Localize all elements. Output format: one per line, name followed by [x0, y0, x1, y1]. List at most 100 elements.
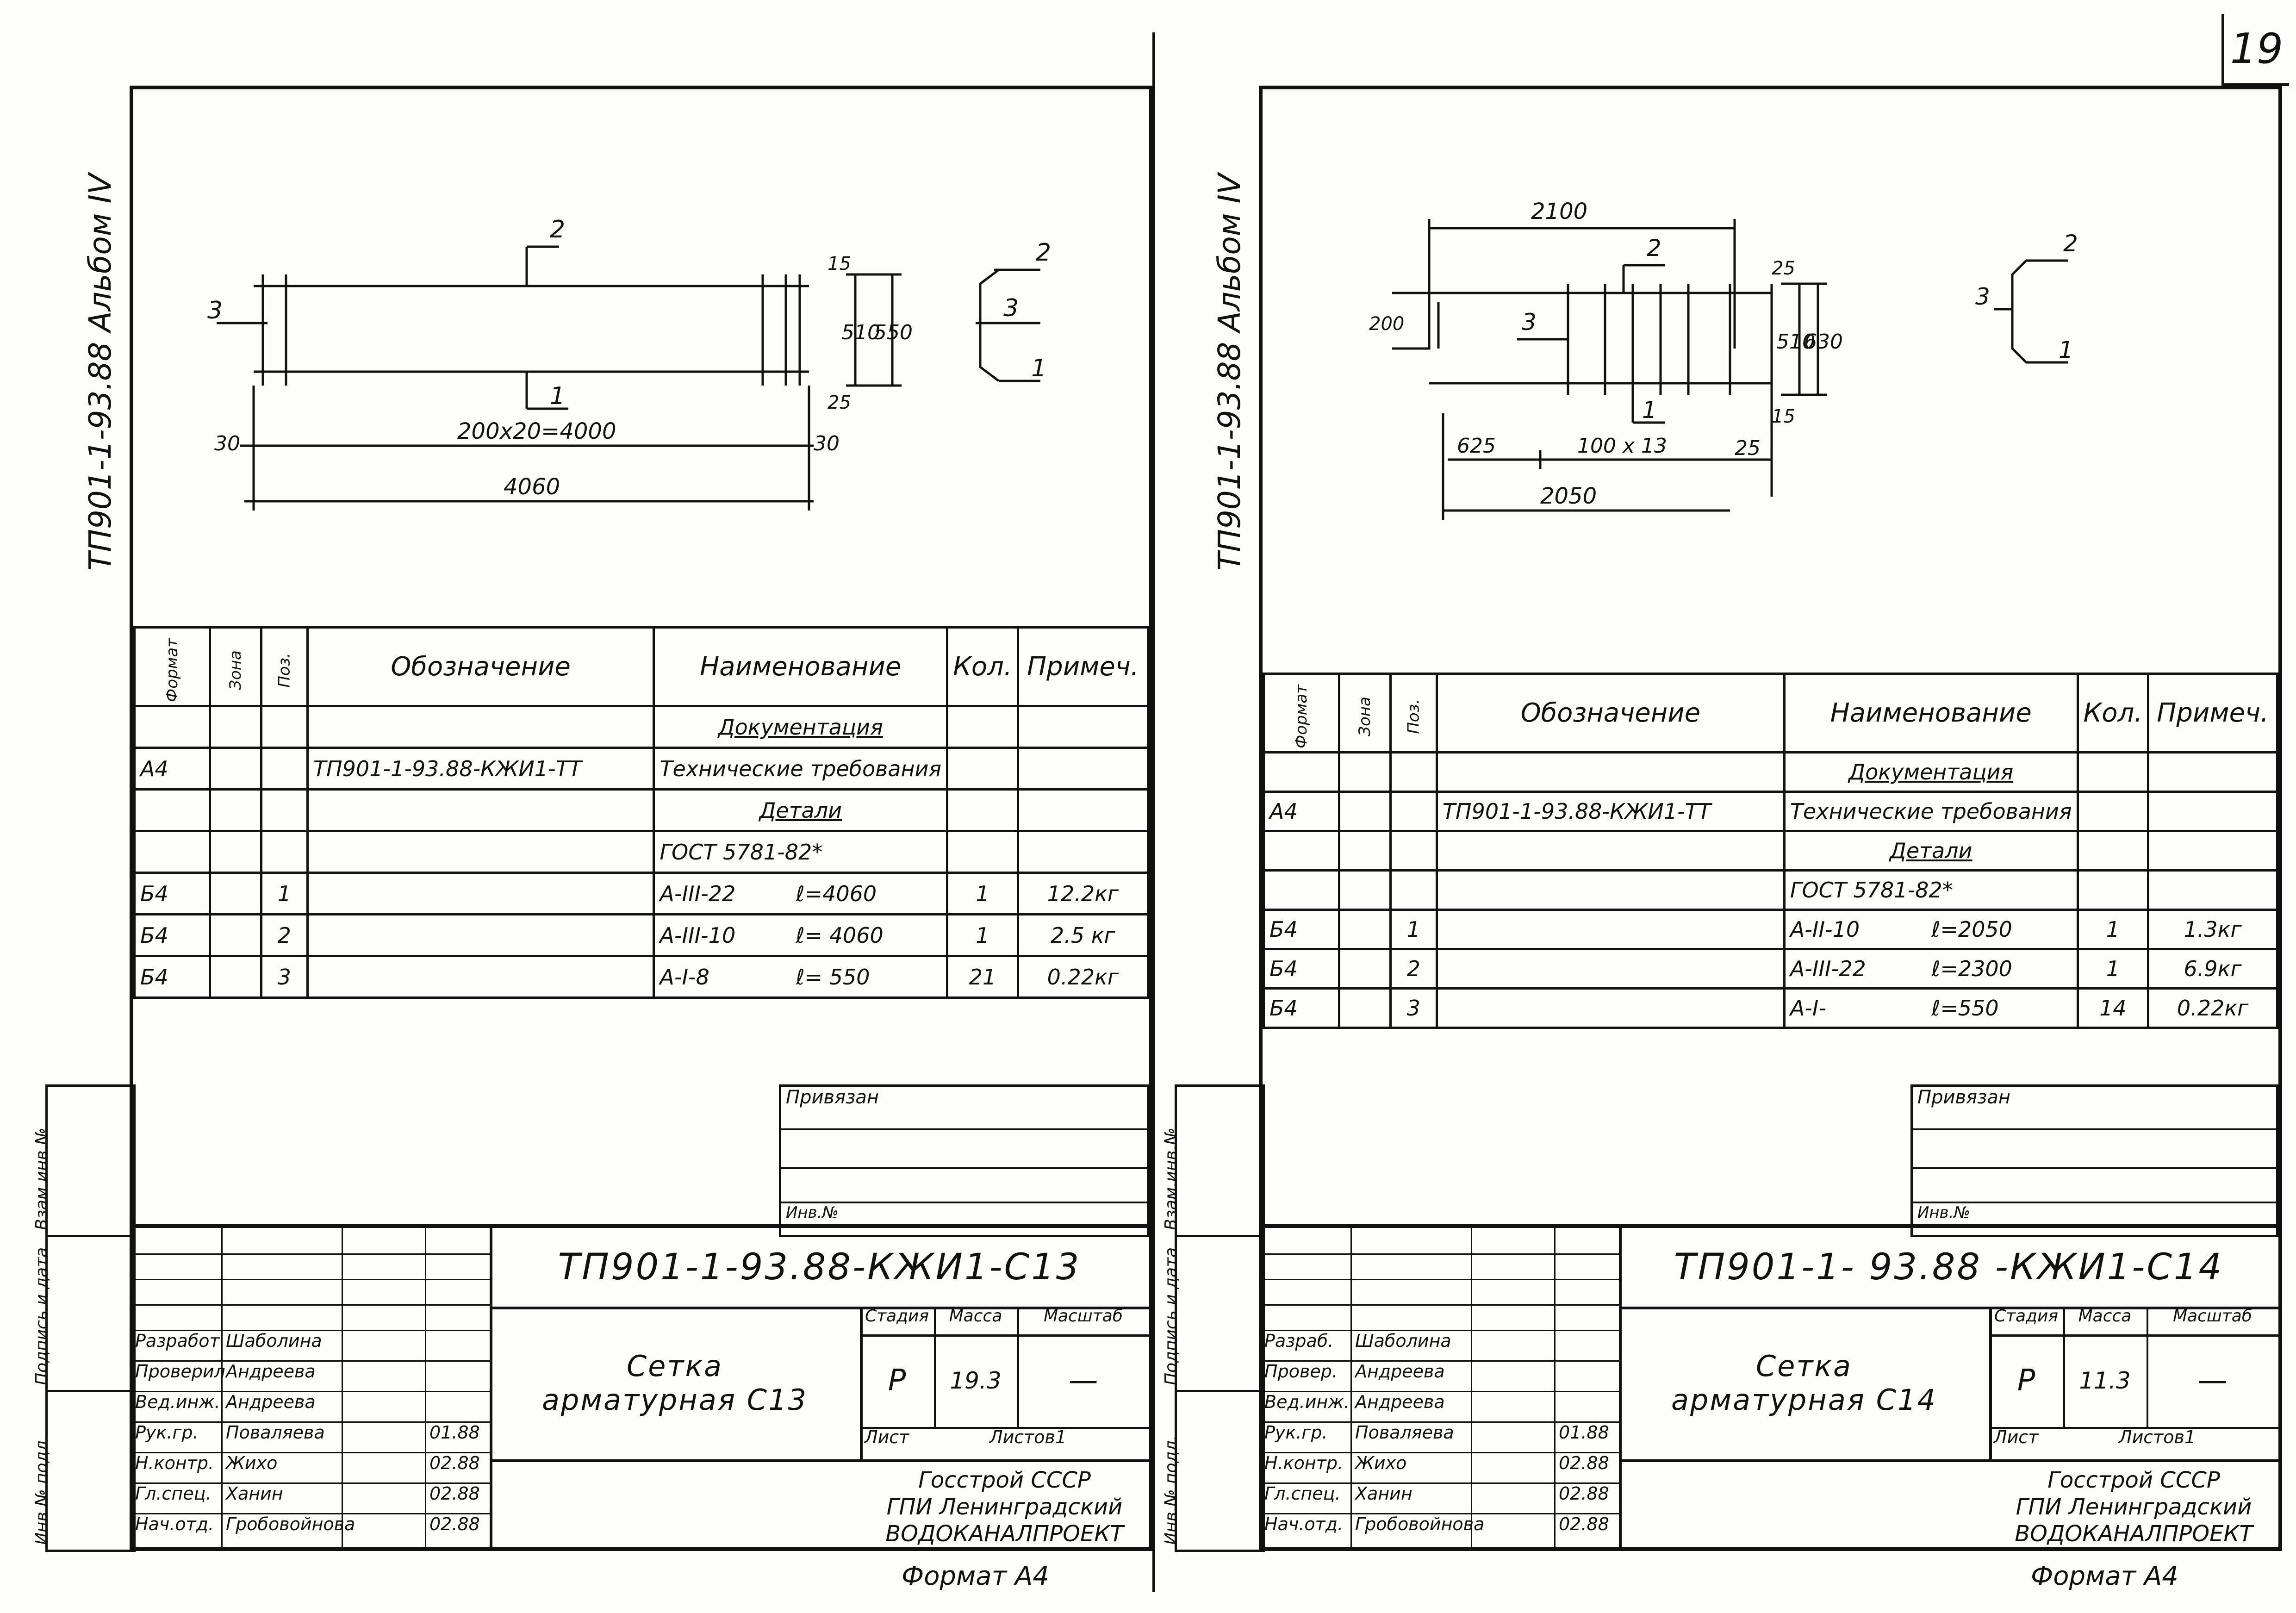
rebar-mesh-drawing: 2100 2 200 3 1 25 510 630 15 25 2 3 1 62… [1263, 89, 2278, 626]
col-designation: Обозначение [1435, 673, 1786, 754]
table-row: Детали [133, 788, 1150, 832]
pos-label: 3 [1003, 294, 1019, 322]
col-pos: Поз. [260, 626, 309, 707]
pos-label: 1 [550, 382, 565, 410]
col-name: Наименование [1783, 673, 2079, 754]
dim-label: 30 [214, 432, 240, 455]
signature-grid: Разраб.Шаболина Провер.Андреева Вед.инж.… [1263, 1228, 1622, 1547]
col-zone: Зона [1338, 673, 1392, 754]
signature-row: Провер.Андреева [1263, 1360, 1619, 1392]
side-stamp: Взам.инв.№ Подпись и дата Инв.№ подл. [1162, 1084, 1265, 1552]
dim-overall: 2050 [1540, 483, 1597, 509]
col-zone: Зона [208, 626, 262, 707]
sheet-left: ТП901-1-93.88 Альбом IV [32, 86, 1153, 1591]
tie-box-title: Привязан [781, 1087, 1147, 1130]
document-code: ТП901-1- 93.88 -КЖИ1-С14 [1619, 1228, 2278, 1309]
dim-label: 200 [1369, 313, 1404, 335]
dim-bottom-overall: 4060 [504, 474, 560, 500]
signature-row: Разработ.Шаболина [133, 1330, 490, 1362]
dim-inner: 100 х 13 [1577, 434, 1667, 458]
tie-box-inv: Инв.№ [786, 1203, 839, 1222]
format-label: Формат А4 [2031, 1561, 2178, 1591]
dim-label: 510 [841, 321, 880, 344]
signature-row: Вед.инж.Андреева [1263, 1391, 1619, 1423]
dim-bottom-inner: 200х20=4000 [457, 418, 616, 444]
dim-label: 630 [1804, 330, 1843, 354]
col-designation: Обозначение [306, 626, 655, 707]
sheet-right: ТП901-1-93.88 Альбом IV [1162, 86, 2282, 1591]
dim-label: 15 [1772, 406, 1795, 427]
col-name: Наименование [653, 626, 949, 707]
pos-label: 2 [1036, 239, 1051, 267]
col-pos: Поз. [1389, 673, 1438, 754]
table-row: ГОСТ 5781-82* [1263, 869, 2278, 911]
page-number: 19 [2221, 14, 2289, 86]
dim-label: 15 [828, 253, 851, 274]
pos-label: 1 [1031, 355, 1046, 382]
tie-box-inv: Инв.№ [1917, 1203, 1970, 1222]
dim-625: 625 [1457, 434, 1496, 458]
tie-box: Привязан Инв.№ [779, 1084, 1149, 1237]
dim-label: 550 [874, 321, 913, 344]
specification-table: Формат Зона Поз. Обозначение Наименовани… [133, 626, 1150, 999]
specification-table: Формат Зона Поз. Обозначение Наименовани… [1263, 673, 2278, 1029]
col-note: Примеч. [1016, 626, 1150, 707]
pos-label: 3 [1522, 309, 1537, 336]
signature-row: Вед.инж.Андреева [133, 1391, 490, 1423]
table-row: Документация [1263, 751, 2278, 793]
pos-label: 1 [1642, 397, 1657, 423]
table-row: Детали [1263, 830, 2278, 872]
col-qty: Кол. [2076, 673, 2150, 754]
binding-line [1152, 32, 1155, 1592]
pos-label: 2 [1647, 235, 1661, 262]
pos-label: 3 [207, 297, 223, 324]
col-note: Примеч. [2147, 673, 2278, 754]
pos-label: 2 [2063, 230, 2078, 257]
pos-label: 2 [550, 216, 565, 243]
album-label: ТП901-1-93.88 Альбом IV [82, 173, 118, 571]
document-code: ТП901-1-93.88-КЖИ1-С13 [490, 1228, 1149, 1309]
dim-label: 510 [1776, 330, 1815, 354]
pos-label: 3 [1975, 283, 1990, 310]
document-name: Сетка арматурная С13 [490, 1307, 863, 1459]
tie-box-title: Привязан [1913, 1087, 2276, 1130]
title-block: Разраб.Шаболина Провер.Андреева Вед.инж.… [1263, 1224, 2278, 1547]
table-row: Документация [133, 705, 1150, 749]
pos-label: 1 [2059, 336, 2073, 363]
document-name: Сетка арматурная С14 [1619, 1307, 1992, 1459]
tie-box: Привязан Инв.№ [1910, 1084, 2278, 1237]
col-qty: Кол. [946, 626, 1019, 707]
dim-label: 30 [814, 432, 840, 455]
rebar-mesh-drawing: 2 3 1 30 30 15 25 510 550 2 3 1 200х20=4… [133, 89, 1149, 626]
dim-label: 25 [828, 392, 851, 413]
album-label: ТП901-1-93.88 Альбом IV [1212, 173, 1247, 571]
table-row: ГОСТ 5781-82* [133, 830, 1150, 874]
dim-label: 2100 [1531, 199, 1587, 224]
dim-label: 25 [1735, 436, 1761, 460]
side-stamp: Взам.инв.№ Подпись и дата Инв.№ подл. [32, 1084, 136, 1552]
stage-mass-scale: Стадия Масса Масштаб Р 11.3 — Лист Листо… [1989, 1307, 2278, 1459]
signature-row: Разраб.Шаболина [1263, 1330, 1619, 1362]
col-format: Формат [133, 626, 211, 707]
dim-label: 25 [1772, 258, 1795, 279]
organization: Госстрой СССР ГПИ Ленинградский ВОДОКАНА… [860, 1459, 1149, 1547]
organization: Госстрой СССР ГПИ Ленинградский ВОДОКАНА… [1989, 1459, 2278, 1547]
col-format: Формат [1263, 673, 1340, 754]
